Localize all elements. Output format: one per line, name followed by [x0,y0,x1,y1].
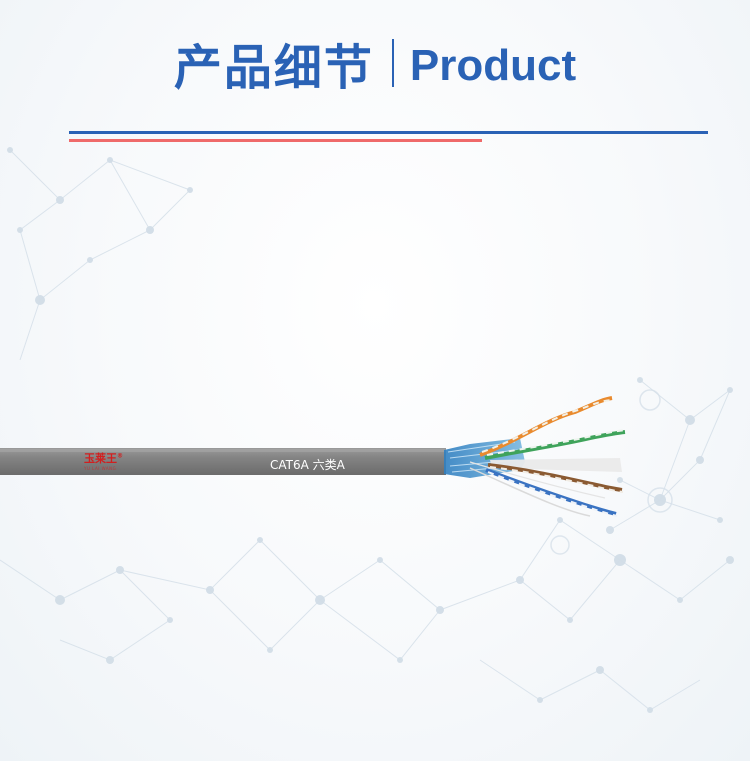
cable-brand-logo: 玉莱王® [84,452,123,465]
network-cable-image [0,396,627,517]
header-underline-red [69,139,482,142]
cable-brand-subtext: YU LAI WANG [84,466,117,471]
cable-print-label: CAT6A 六类A [270,458,345,472]
section-header: 产品细节 Product [0,28,750,98]
title-divider [391,39,394,87]
header-underline-blue [69,131,708,134]
section-title-english: Product [409,41,577,90]
section-title-chinese: 产品细节 [173,40,374,96]
